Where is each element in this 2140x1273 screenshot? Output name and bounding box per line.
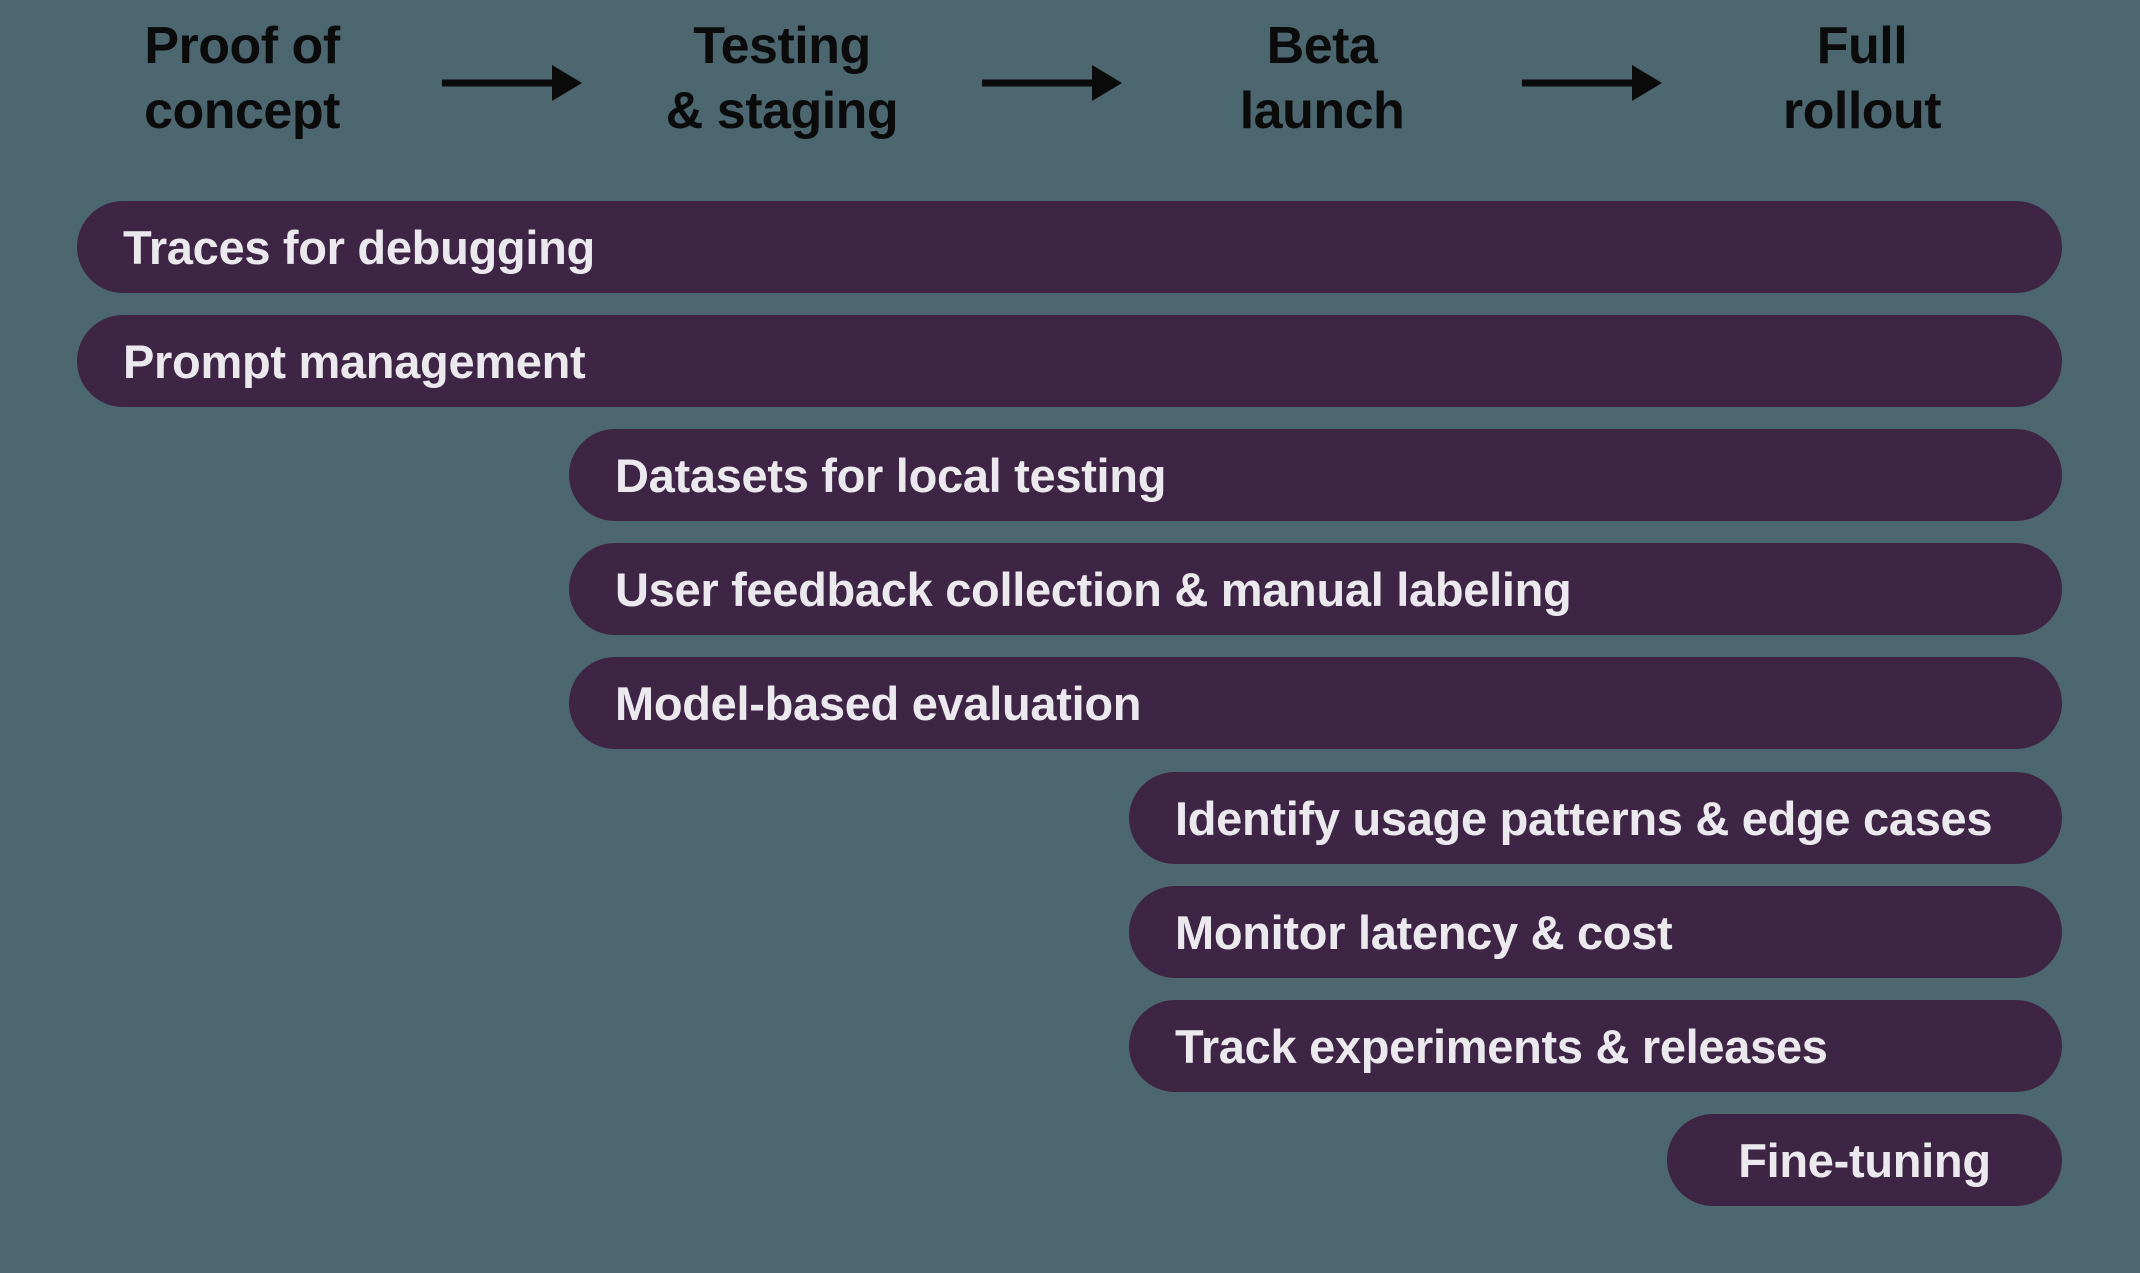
bar-label: Prompt management — [123, 334, 586, 388]
stage-label-testing-staging: Testing & staging — [665, 17, 899, 140]
bar-datasets-for-local-testing: Datasets for local testing — [569, 429, 2062, 521]
stage-label-beta-launch: Beta launch — [1239, 17, 1405, 140]
bar-monitor-latency-cost: Monitor latency & cost — [1129, 886, 2062, 978]
bar-track-experiments-releases: Track experiments & releases — [1129, 1000, 2062, 1092]
stage-label-full-rollout: Full rollout — [1782, 17, 1942, 140]
right-arrow-icon — [982, 65, 1122, 101]
bar-identify-usage-patterns: Identify usage patterns & edge cases — [1129, 772, 2062, 864]
bar-prompt-management: Prompt management — [77, 315, 2062, 407]
bar-user-feedback-collection: User feedback collection & manual labeli… — [569, 543, 2062, 635]
bar-label: Model-based evaluation — [615, 676, 1142, 730]
stage-label-proof-of-concept: Proof of concept — [144, 17, 340, 140]
bar-label: Fine-tuning — [1738, 1133, 1991, 1187]
bar-label: Identify usage patterns & edge cases — [1175, 791, 1993, 845]
bar-label: Monitor latency & cost — [1175, 905, 1673, 959]
bar-label: Traces for debugging — [123, 220, 595, 274]
right-arrow-icon — [442, 65, 582, 101]
bar-traces-for-debugging: Traces for debugging — [77, 201, 2062, 293]
bar-label: Datasets for local testing — [615, 448, 1167, 502]
bar-fine-tuning: Fine-tuning — [1667, 1114, 2062, 1206]
right-arrow-icon — [1522, 65, 1662, 101]
bar-label: User feedback collection & manual labeli… — [615, 562, 1572, 616]
bar-label: Track experiments & releases — [1175, 1019, 1828, 1073]
bar-model-based-evaluation: Model-based evaluation — [569, 657, 2062, 749]
